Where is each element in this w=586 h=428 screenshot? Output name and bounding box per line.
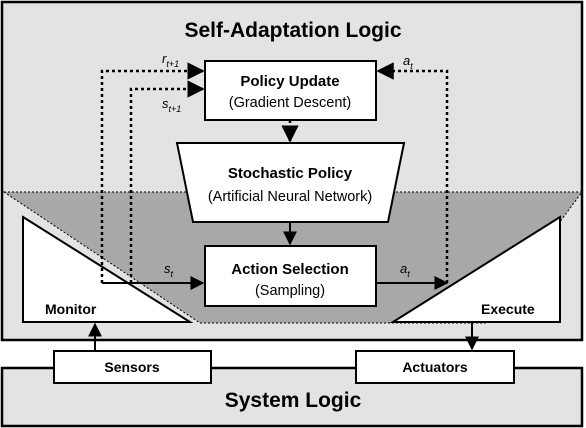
execute-block <box>389 215 561 323</box>
sensors-box <box>53 350 212 384</box>
system-logic-title: System Logic <box>225 389 362 412</box>
action-selection-subtitle: (Sampling) <box>255 283 325 299</box>
execute-label: Execute <box>481 301 535 317</box>
stochastic-policy-block <box>175 142 406 223</box>
policy-update-box <box>204 60 377 121</box>
action-top-signal-label: at <box>403 53 413 71</box>
action-signal-label: at <box>400 261 410 279</box>
action-selection-box <box>204 245 377 307</box>
monitor-block <box>22 215 194 323</box>
reward-signal-label: rt+1 <box>162 51 179 69</box>
stochastic-policy-title: Stochastic Policy <box>228 165 353 182</box>
self-adaptation-title: Self-Adaptation Logic <box>185 19 402 42</box>
arrow-reward-to-update <box>100 62 205 283</box>
arrow-action-to-update <box>376 62 449 283</box>
stochastic-policy-subtitle: (Artificial Neural Network) <box>208 189 372 205</box>
monitor-label: Monitor <box>45 301 97 317</box>
arrow-next-state-to-update <box>129 80 205 283</box>
actuators-box <box>355 350 515 384</box>
policy-update-subtitle: (Gradient Descent) <box>229 95 352 111</box>
action-selection-title: Action Selection <box>231 261 349 278</box>
sensors-label: Sensors <box>104 359 159 375</box>
next-state-signal-label: st+1 <box>162 96 181 114</box>
actuators-label: Actuators <box>402 359 468 375</box>
policy-update-title: Policy Update <box>240 73 339 90</box>
state-signal-label: st <box>164 261 174 279</box>
